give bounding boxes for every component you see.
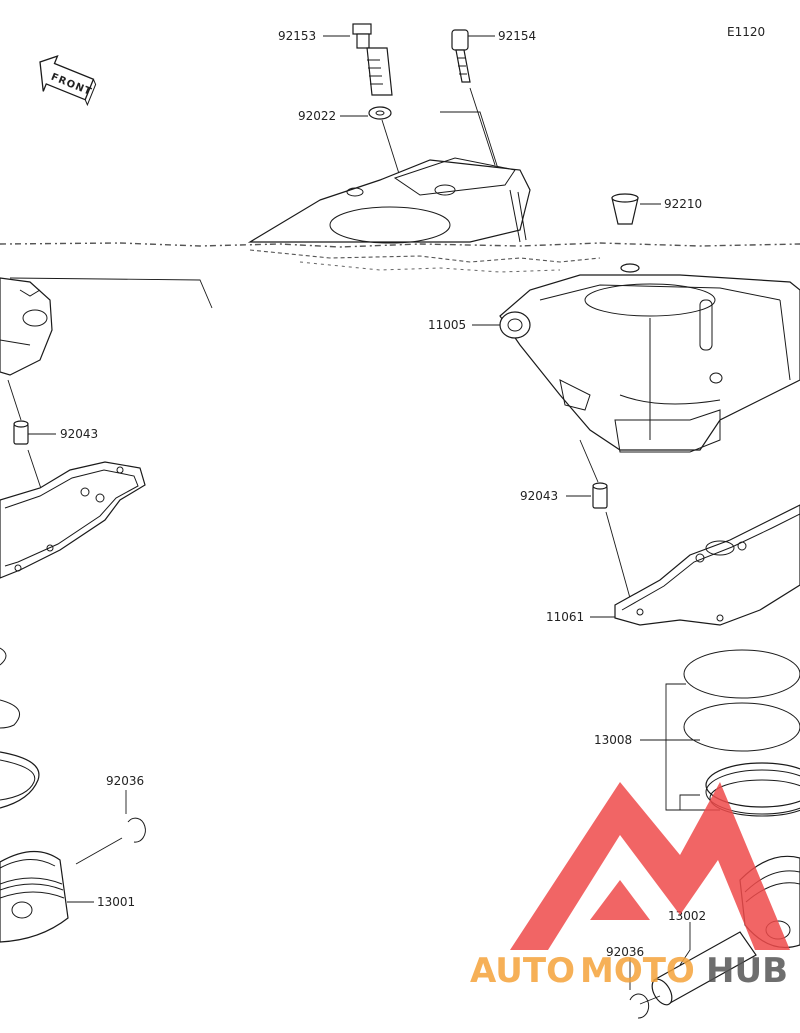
label-92210: 92210 — [664, 197, 702, 211]
label-92043-right: 92043 — [520, 489, 558, 503]
washer-92022 — [368, 106, 392, 120]
cap-92210 — [611, 193, 639, 225]
piston-pin-13002 — [651, 931, 757, 1006]
circlip-left-92036 — [127, 817, 146, 843]
piston-rings-left — [0, 647, 40, 809]
dowel-right-92043 — [592, 482, 608, 509]
watermark-text-auto: AUTO — [470, 951, 575, 991]
watermark-logo: AUTO MOTO HUB — [470, 782, 790, 991]
bolt-92153 — [352, 23, 393, 96]
label-13002: 13002 — [668, 909, 706, 923]
label-92022: 92022 — [298, 109, 336, 123]
label-13008: 13008 — [594, 733, 632, 747]
piston-13001 — [0, 850, 69, 943]
front-arrow-icon: FRONT — [39, 55, 97, 107]
cylinder-block-11005 — [499, 274, 800, 453]
gasket-left — [0, 461, 146, 579]
diagram-code: E1120 — [727, 25, 765, 39]
cylinder-head-upper — [247, 157, 531, 244]
label-92036-right: 92036 — [606, 945, 644, 959]
dowel-left-92043 — [13, 420, 29, 445]
label-92036-left: 92036 — [106, 774, 144, 788]
label-92154: 92154 — [498, 29, 536, 43]
gasket-11061 — [614, 504, 800, 626]
cylinder-left-partial — [0, 277, 53, 376]
label-92153: 92153 — [278, 29, 316, 43]
label-13001: 13001 — [97, 895, 135, 909]
watermark-text-hub: HUB — [706, 951, 788, 991]
piston-rings-13008 — [683, 649, 800, 817]
small-washer — [620, 263, 640, 273]
watermark-text-moto: MOTO — [580, 951, 695, 991]
label-92043-left: 92043 — [60, 427, 98, 441]
circlip-right-92036 — [629, 993, 650, 1019]
bolt-92154 — [451, 29, 471, 83]
scan-artifact-band — [0, 242, 800, 273]
label-11005: 11005 — [428, 318, 466, 332]
label-11061: 11061 — [546, 610, 584, 624]
